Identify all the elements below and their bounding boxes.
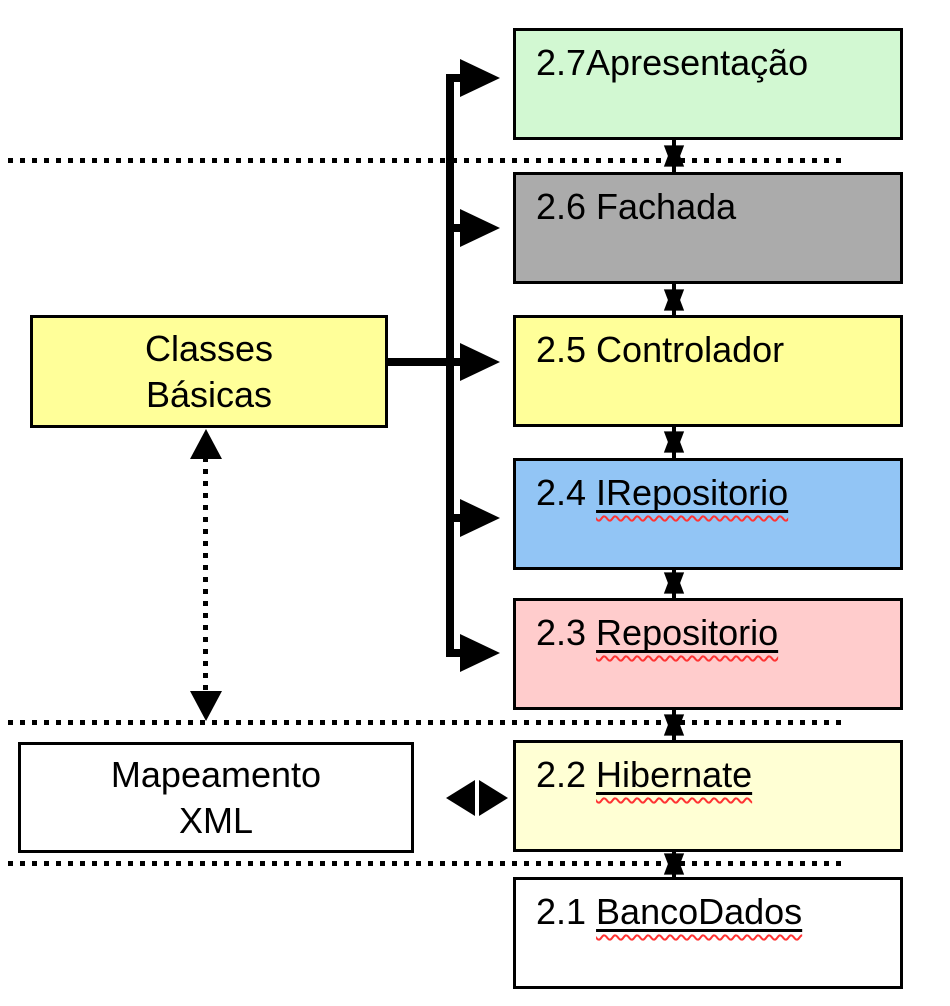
dotted-double-arrow-down-head xyxy=(190,691,222,721)
right-arrowhead-icon-controlador xyxy=(460,343,500,381)
layer-label: 2.1 BancoDados xyxy=(516,880,900,933)
layer-number: 2.1 xyxy=(536,891,597,932)
dotted-separator-middle xyxy=(8,720,846,725)
dotted-double-arrow-line xyxy=(203,457,208,693)
star-connector-icon xyxy=(663,567,685,599)
layer-label: 2.5 Controlador xyxy=(516,318,900,371)
layer-label: 2.3 Repositorio xyxy=(516,601,900,654)
fanout-branch-line-irepositorio xyxy=(446,514,464,522)
star-connector-icon xyxy=(663,426,685,458)
layer-name: Hibernate xyxy=(596,754,753,795)
fanout-branch-line-fachada xyxy=(446,224,464,232)
fanout-branch-line-apresentacao xyxy=(446,74,464,82)
layer-number: 2.5 xyxy=(536,329,597,370)
star-connector-icon xyxy=(663,709,685,741)
right-arrowhead-icon-repositorio xyxy=(460,634,500,672)
right-arrowhead-icon-fachada xyxy=(460,209,500,247)
layer-label: 2.7Apresentação xyxy=(516,31,900,84)
layer-number: 2.4 xyxy=(536,472,597,513)
mapeamento-xml-label-line1: Mapeamento xyxy=(110,754,322,795)
classes-basicas-label-line2: Básicas xyxy=(145,374,273,415)
layer-box-fachada: 2.6 Fachada xyxy=(513,172,903,284)
classes-basicas-box: Classes Básicas xyxy=(30,315,388,428)
mapeamento-xml-label-line2: XML xyxy=(178,800,254,841)
layer-number: 2.2 xyxy=(536,754,597,795)
aggregation-diamond-icon xyxy=(446,780,508,816)
right-arrowhead-icon-apresentacao xyxy=(460,59,500,97)
layer-number: 2.3 xyxy=(536,612,597,653)
dotted-double-arrow-up-head xyxy=(190,429,222,459)
layer-label: 2.6 Fachada xyxy=(516,175,900,228)
layer-box-apresentacao: 2.7Apresentação xyxy=(513,28,903,140)
layer-label: 2.4 IRepositorio xyxy=(516,461,900,514)
dotted-separator-top xyxy=(8,158,846,163)
layer-number: 2.6 xyxy=(536,186,597,227)
star-connector-icon xyxy=(663,848,685,880)
layer-box-bancodados: 2.1 BancoDados xyxy=(513,877,903,989)
layer-name: Repositorio xyxy=(596,612,779,653)
star-connector-icon xyxy=(663,284,685,316)
layer-number: 2.7 xyxy=(536,42,587,83)
layer-box-hibernate: 2.2 Hibernate xyxy=(513,740,903,852)
layer-name: Controlador xyxy=(596,329,785,370)
fanout-branch-line-repositorio xyxy=(446,649,464,657)
classes-basicas-label-line1: Classes xyxy=(144,328,274,369)
layer-box-repositorio: 2.3 Repositorio xyxy=(513,598,903,710)
dotted-separator-bottom xyxy=(8,861,846,866)
layer-label: 2.2 Hibernate xyxy=(516,743,900,796)
right-arrowhead-icon-irepositorio xyxy=(460,499,500,537)
layer-box-controlador: 2.5 Controlador xyxy=(513,315,903,427)
layer-name: IRepositorio xyxy=(596,472,789,513)
layer-name: BancoDados xyxy=(596,891,803,932)
star-connector-icon xyxy=(663,140,685,172)
layer-name: Apresentação xyxy=(586,42,809,83)
layer-box-irepositorio: 2.4 IRepositorio xyxy=(513,458,903,570)
mapeamento-xml-box: Mapeamento XML xyxy=(18,742,414,853)
classes-basicas-to-controlador-line xyxy=(383,358,464,366)
layer-name: Fachada xyxy=(596,186,737,227)
